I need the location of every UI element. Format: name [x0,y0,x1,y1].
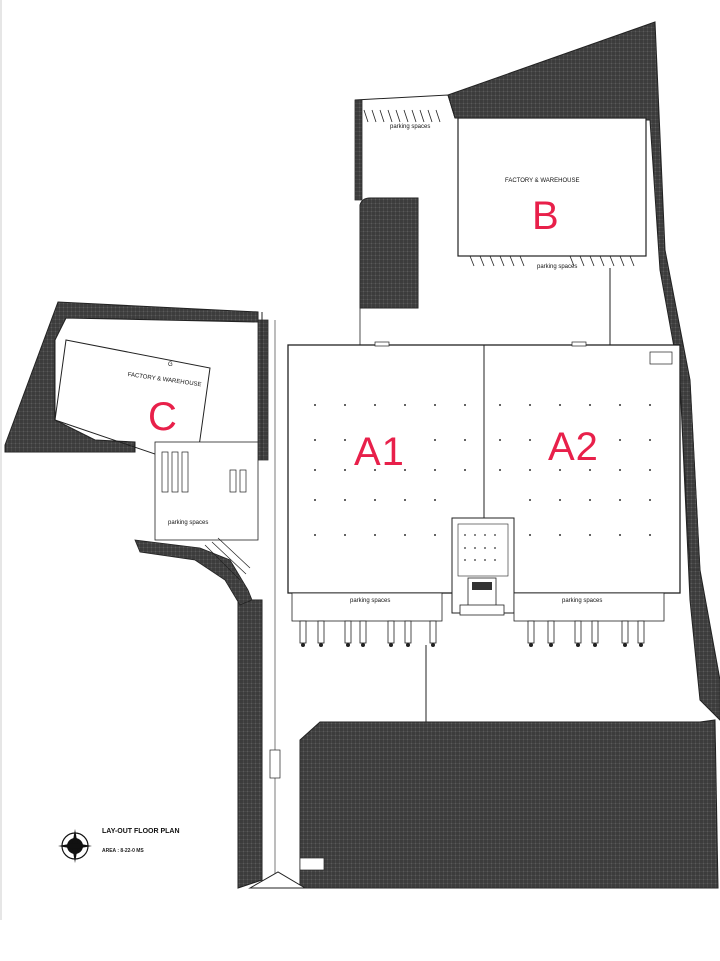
parking-label-c: parking spaces [168,520,209,526]
parking-label-a2: parking spaces [562,598,603,604]
label-a2: A2 [548,425,599,469]
parking-label-a1: parking spaces [350,598,391,604]
parking-label-top: parking spaces [390,124,431,130]
label-b: B [532,194,560,238]
plan-title: LAY-OUT FLOOR PLAN [102,828,180,835]
hatch-region-west [4,301,259,453]
label-a1: A1 [354,430,405,474]
hatch-region-north-mass [359,197,419,309]
hatch-region-south [299,719,719,889]
entrance-gate [248,871,307,889]
hatch-region-west-strip [237,599,263,889]
parking-label-b: parking spaces [537,264,578,270]
north-arrow-icon [58,829,92,863]
plan-area: AREA : 8-22-0 MS [102,848,144,854]
title-block: LAY-OUT FLOOR PLAN AREA : 8-22-0 MS [56,826,226,876]
hatch-region-east [447,21,720,721]
building-b-outline [457,117,647,257]
building-c-marker: G [168,362,173,368]
building-b-name: FACTORY & WAREHOUSE [505,178,580,184]
label-c: C [148,395,178,439]
